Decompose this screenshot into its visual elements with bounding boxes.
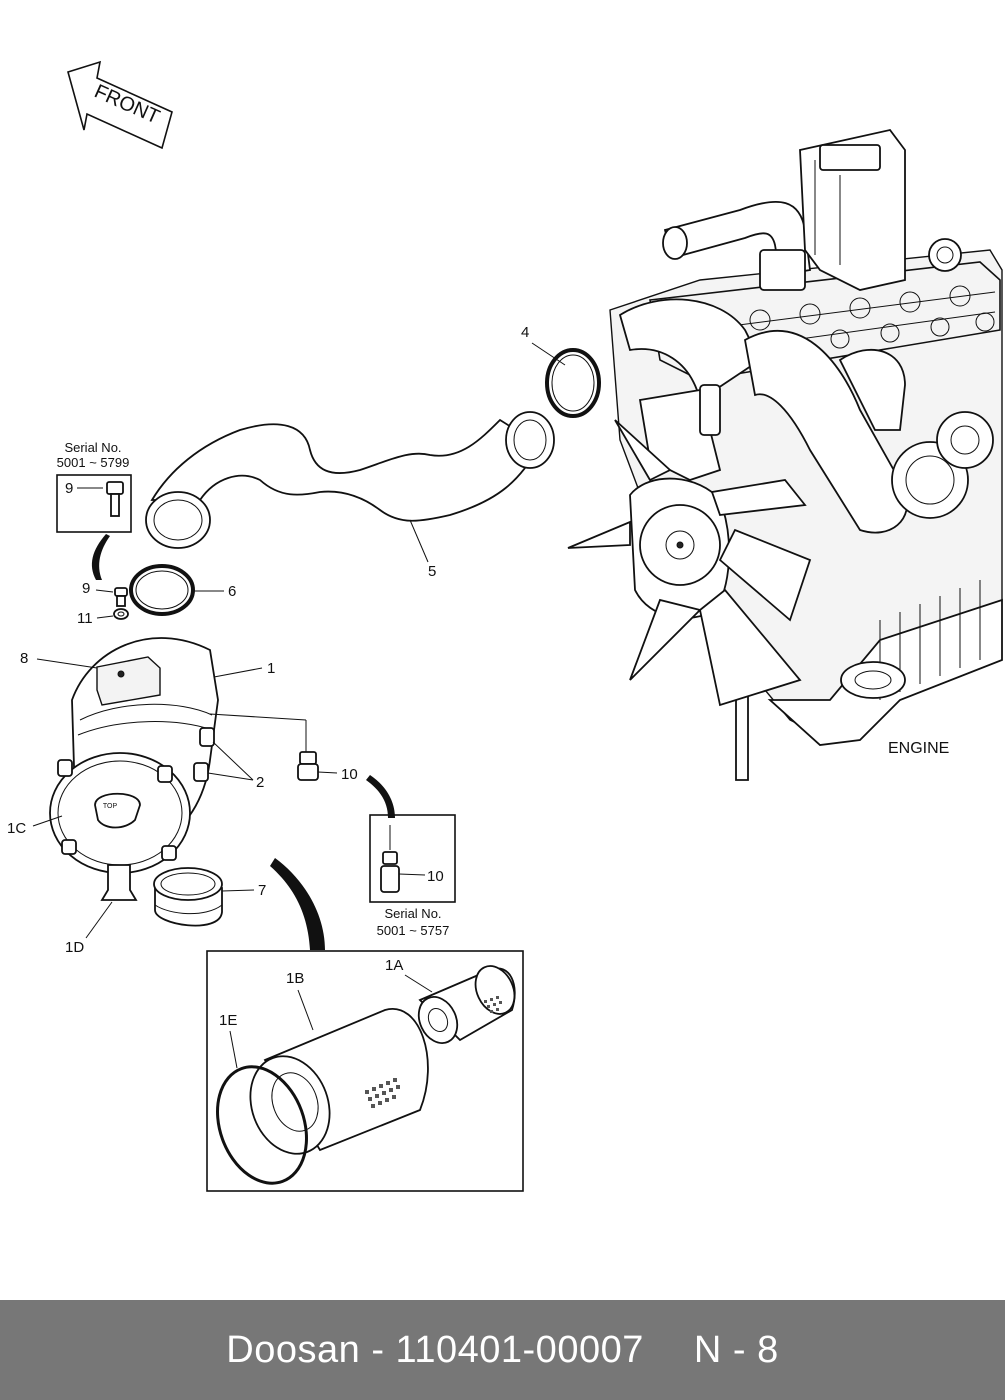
- cover-7: [153, 867, 223, 927]
- callout-8: 8: [20, 650, 28, 667]
- footer-dash: -: [371, 1328, 385, 1371]
- primary-element-1B: [249, 1008, 429, 1155]
- callout-1C: 1C: [7, 820, 26, 837]
- callout-1: 1: [267, 660, 275, 677]
- serial-top-range: 5001 ~ 5799: [57, 455, 130, 470]
- callout-1A: 1A: [385, 957, 403, 974]
- footer-page: N - 8: [693, 1328, 779, 1371]
- safety-element-1A: [417, 965, 516, 1044]
- callout-10: 10: [341, 766, 358, 783]
- footer-bar: Doosan - 110401-00007 N - 8: [0, 1300, 1005, 1400]
- parts-diagram: FRONT: [7, 60, 1003, 1192]
- serial-box-bottom: 10 Serial No. 5001 ~ 5757: [369, 814, 456, 938]
- bolt-9: [114, 587, 128, 607]
- bolt-icon: [106, 481, 124, 517]
- callout-9: 9: [82, 580, 90, 597]
- engine-label: ENGINE: [888, 740, 949, 757]
- serial-top-title: Serial No.: [64, 440, 121, 455]
- callout-6: 6: [228, 583, 236, 600]
- callout-5: 5: [428, 563, 436, 580]
- front-arrow-icon: FRONT: [67, 60, 173, 150]
- callout-4: 4: [521, 324, 529, 341]
- callout-1B: 1B: [286, 970, 304, 987]
- serial-bottom-part: 10: [427, 868, 444, 885]
- intake-hose-5: [145, 411, 555, 549]
- cap-top-label: TOP: [103, 803, 118, 810]
- restriction-indicator-10: [297, 751, 319, 781]
- filter-detail-box: [206, 950, 524, 1192]
- callout-11: 11: [77, 610, 93, 627]
- footer-part-number: 110401-00007: [395, 1328, 644, 1371]
- washer-11: [113, 608, 129, 620]
- serial-box-top: Serial No. 5001 ~ 5799 9: [56, 440, 132, 580]
- engine-drawing: [567, 128, 1003, 781]
- hose-clamp-6: [129, 564, 195, 616]
- serial-bottom-range: 5001 ~ 5757: [377, 923, 450, 938]
- callout-7: 7: [258, 882, 266, 899]
- serial-bottom-title: Serial No.: [384, 906, 441, 921]
- callout-2: 2: [256, 774, 264, 791]
- air-cleaner-assembly: TOP: [49, 637, 219, 901]
- callout-1D: 1D: [65, 939, 84, 956]
- footer-brand: Doosan: [226, 1328, 361, 1371]
- o-ring-1E: [216, 1065, 308, 1185]
- callout-1E: 1E: [219, 1012, 237, 1029]
- hose-clamp-4: [545, 348, 601, 418]
- serial-top-part: 9: [65, 480, 73, 497]
